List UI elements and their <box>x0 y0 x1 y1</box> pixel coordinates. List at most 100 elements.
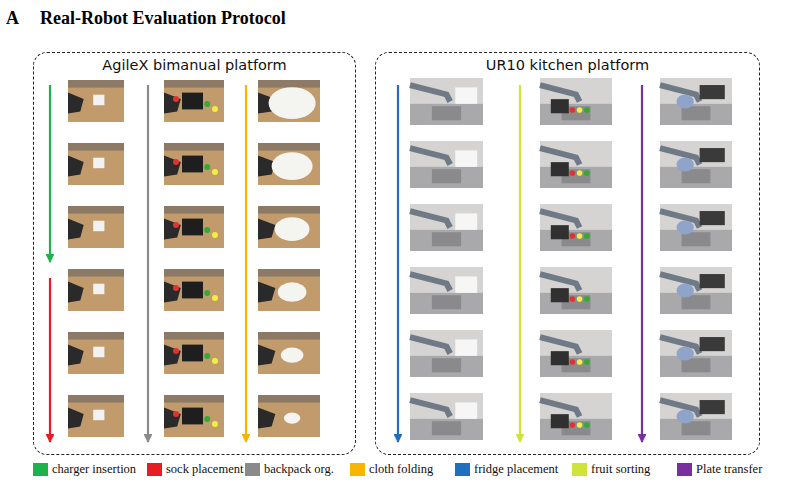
plate-object <box>677 220 694 234</box>
legend-label: fridge placement <box>474 462 558 477</box>
photo-thumbnail <box>258 143 320 185</box>
photo-thumbnail <box>660 330 732 377</box>
fruit-object <box>212 295 218 301</box>
kitchen-wall <box>660 204 732 251</box>
basket-object <box>551 162 569 176</box>
wood-table <box>164 332 224 374</box>
plate-object <box>677 409 694 423</box>
platform-group: UR10 kitchen platform <box>375 52 760 455</box>
fruit-object <box>173 411 179 417</box>
cloth-object <box>272 152 313 180</box>
photo-thumbnail <box>164 269 224 311</box>
photo-thumbnail <box>258 80 320 122</box>
fruit-object <box>173 96 179 102</box>
wood-table <box>164 143 224 185</box>
kitchen-wall <box>410 78 483 125</box>
wall-strip <box>258 332 320 340</box>
legend-swatch <box>147 463 162 476</box>
charger-object <box>93 95 104 106</box>
charger-object <box>93 347 104 358</box>
photo-thumbnail <box>68 143 124 185</box>
steel-counter <box>540 167 612 188</box>
fruit-object <box>204 164 210 170</box>
photo-thumbnail <box>68 80 124 122</box>
legend-label: sock placement <box>166 462 243 477</box>
wall-strip <box>164 206 224 214</box>
dish-rack <box>700 400 725 414</box>
cloth-object <box>281 347 304 362</box>
robot-arm <box>68 408 84 429</box>
legend-entry: charger insertion <box>33 462 136 476</box>
basket-object <box>551 99 569 113</box>
photo-thumbnail <box>660 78 732 125</box>
photo-thumbnail <box>258 332 320 374</box>
legend-label: cloth folding <box>369 462 433 477</box>
progress-arrow <box>641 85 643 442</box>
fridge-object <box>455 150 477 166</box>
steel-counter <box>540 293 612 314</box>
robot-arm <box>410 274 450 290</box>
wood-table <box>68 143 124 185</box>
cloth-object <box>275 217 310 241</box>
basket-object <box>551 351 569 365</box>
fruit-object <box>584 359 590 365</box>
legend-entry: sock placement <box>147 462 243 476</box>
wall-strip <box>258 80 320 88</box>
photo-thumbnail <box>540 393 612 440</box>
robot-arm <box>258 282 275 303</box>
photo-thumbnail <box>540 78 612 125</box>
photo-thumbnail <box>68 332 124 374</box>
kitchen-wall <box>410 204 483 251</box>
fruit-object <box>577 296 583 302</box>
legend-label: backpack org. <box>264 462 334 477</box>
sink-basin <box>432 106 461 120</box>
wood-table <box>258 395 320 437</box>
fruit-object <box>570 107 576 113</box>
fridge-object <box>455 276 477 292</box>
progress-arrow <box>245 85 247 442</box>
sink-basin <box>432 358 461 372</box>
photo-thumbnail <box>540 330 612 377</box>
wall-strip <box>164 332 224 340</box>
kitchen-wall <box>660 141 732 188</box>
wood-table <box>164 206 224 248</box>
fruit-object <box>570 422 576 428</box>
fridge-object <box>455 402 477 418</box>
robot-arm <box>410 337 450 353</box>
photo-thumbnail <box>164 395 224 437</box>
steel-counter <box>410 293 483 314</box>
wood-table <box>68 206 124 248</box>
wall-strip <box>258 143 320 151</box>
photo-thumbnail <box>660 141 732 188</box>
sink-basin <box>432 295 461 309</box>
wall-strip <box>164 269 224 277</box>
dish-rack <box>700 274 725 288</box>
steel-counter <box>540 356 612 377</box>
platform-group: AgileX bimanual platform <box>33 52 356 455</box>
photo-thumbnail <box>410 141 483 188</box>
photo-thumbnail <box>660 204 732 251</box>
robot-arm <box>540 337 580 353</box>
steel-counter <box>540 104 612 125</box>
fruit-object <box>584 422 590 428</box>
wood-table <box>164 395 224 437</box>
fruit-object <box>204 101 210 107</box>
backpack-object <box>182 219 203 236</box>
wall-strip <box>68 80 124 88</box>
progress-arrow <box>397 85 399 442</box>
legend-entry: cloth folding <box>350 462 433 476</box>
wall-strip <box>164 80 224 88</box>
wood-table <box>68 269 124 311</box>
progress-arrow <box>49 278 51 442</box>
photo-thumbnail <box>410 330 483 377</box>
dish-rack <box>700 211 725 225</box>
legend-label: Plate transfer <box>696 462 762 477</box>
kitchen-wall <box>540 267 612 314</box>
photo-thumbnail <box>410 267 483 314</box>
robot-arm <box>68 93 84 114</box>
fruit-object <box>212 169 218 175</box>
kitchen-wall <box>660 78 732 125</box>
steel-counter <box>660 104 732 125</box>
wood-table <box>68 80 124 122</box>
fruit-object <box>173 348 179 354</box>
